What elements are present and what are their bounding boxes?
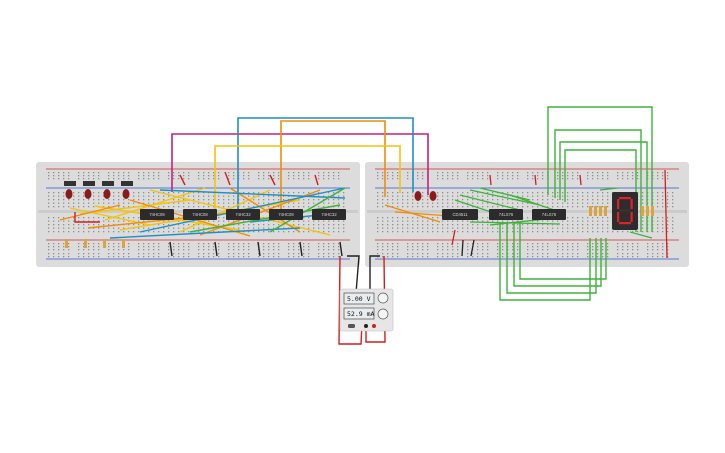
chip-label: 74HC08 [192,212,208,217]
chip-left-3[interactable]: 74HC32 [226,209,260,220]
green-loop-wires[interactable] [499,106,653,301]
display-resistors [589,206,654,216]
chip-label: 74LS76 [499,212,514,217]
chip-right-1[interactable]: CD4511 [442,209,478,220]
chip-left-5[interactable]: 74HC32 [312,209,346,220]
chip-label: 74HC32 [321,212,337,217]
input-leds [65,189,130,199]
overhead-wires[interactable] [171,117,429,218]
chip-label: 74LS76 [542,212,557,217]
chip-left-1[interactable]: 74HC08 [140,209,174,220]
chip-label: 74HC08 [278,212,294,217]
terminal-positive[interactable] [372,324,376,328]
chip-left-4[interactable]: 74HC08 [269,209,303,220]
chip-right-2[interactable]: 74LS76 [489,209,523,220]
current-knob[interactable] [377,308,389,320]
output-leds [414,191,437,201]
voltage-knob[interactable] [377,292,389,304]
right-board-wires[interactable] [384,169,668,259]
terminal-negative[interactable] [364,324,368,328]
power-switch[interactable] [348,324,355,328]
chip-left-2[interactable]: 74HC08 [183,209,217,220]
seven-segment-display[interactable] [612,192,638,230]
wire-magenta [171,133,429,195]
wire-orange [280,120,386,214]
voltage-readout: 5.00 V [347,295,371,303]
input-buttons[interactable] [64,181,133,186]
chip-label: 74HC08 [149,212,165,217]
power-supply[interactable]: 5.00 V 52.9 mA [339,288,394,332]
chip-label: 74HC32 [235,212,251,217]
chips-left[interactable]: 74HC08 74HC08 74HC32 74HC08 74HC32 [140,209,346,220]
current-readout: 52.9 mA [347,310,374,318]
chip-right-3[interactable]: 74LS76 [532,209,566,220]
wire-yellow [214,145,401,215]
left-resistors [65,239,125,248]
chips-right[interactable]: CD4511 74LS76 74LS76 [442,209,566,220]
seven-segment-icon [617,197,633,225]
chip-label: CD4511 [452,212,468,217]
wire-blue [237,117,414,218]
